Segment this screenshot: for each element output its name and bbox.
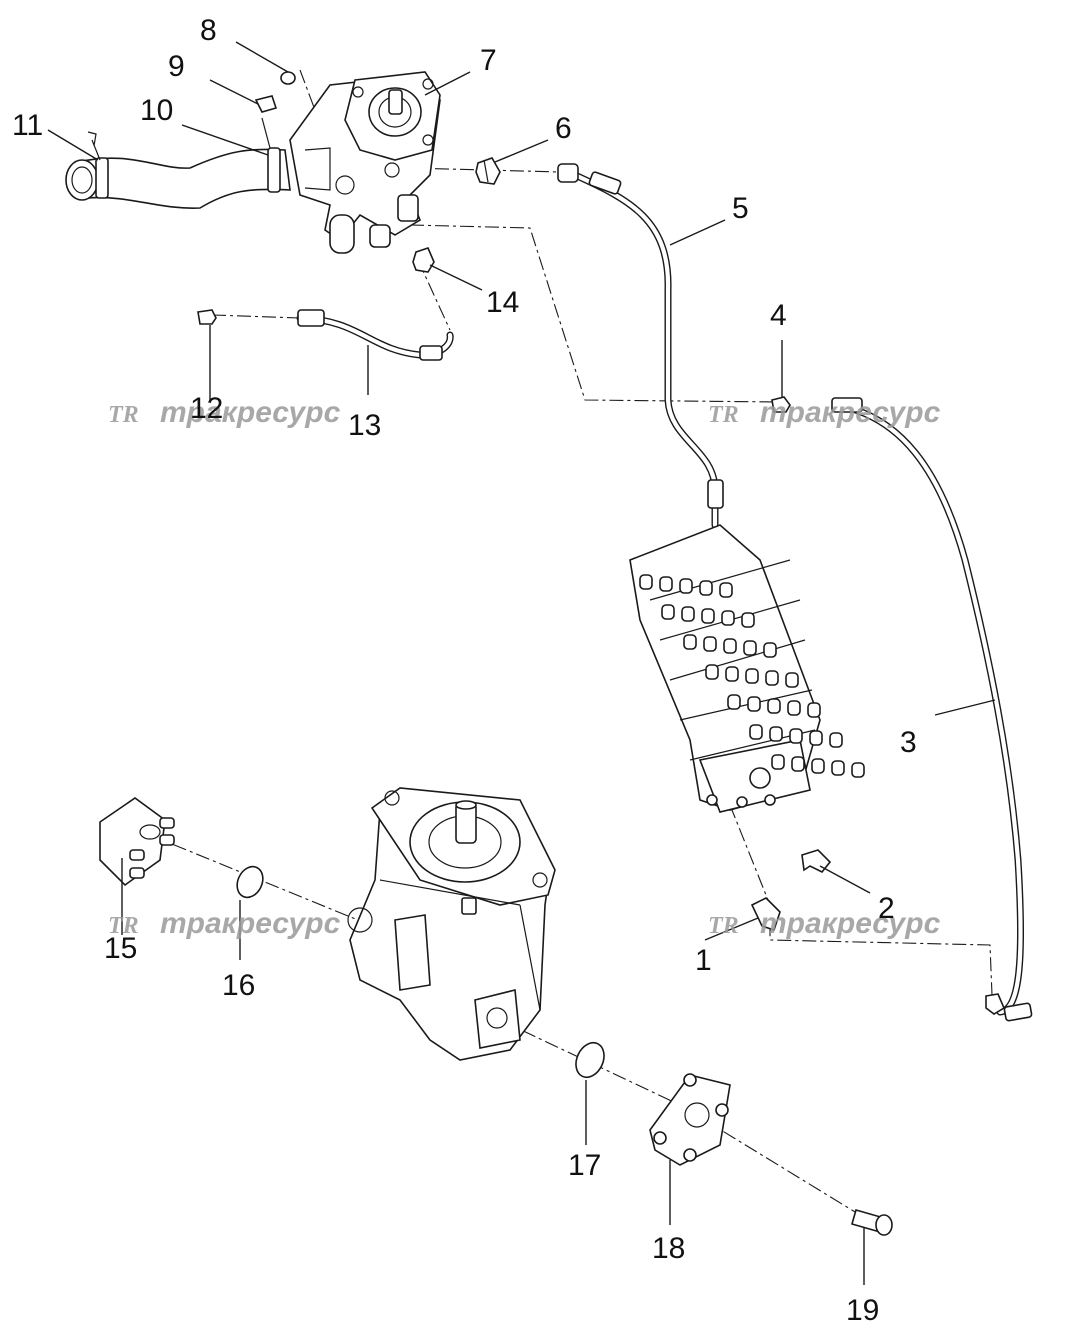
callout-5: 5	[732, 192, 749, 225]
spool-cap	[747, 696, 761, 712]
flange-18	[649, 1073, 731, 1166]
callout-10: 10	[140, 94, 173, 127]
hose-clamp-left	[95, 157, 109, 199]
hose-clamp-right	[267, 147, 281, 193]
bolt-19	[851, 1209, 893, 1236]
spool-cap	[661, 604, 675, 620]
callout-numbers: 8 9 10 11 7 6 5 14 4 12 13 3 2 1 15 16 1…	[12, 14, 917, 1327]
pump-shaft	[388, 89, 403, 115]
spool-cap	[639, 574, 653, 590]
callout-18: 18	[652, 1232, 685, 1265]
spool-cap	[701, 608, 715, 624]
callout-1: 1	[695, 944, 712, 977]
callout-6: 6	[555, 112, 572, 145]
adapter-14	[412, 247, 435, 273]
callout-11: 11	[12, 109, 43, 142]
leader-lines	[47, 41, 996, 1285]
spool-cap	[787, 700, 801, 716]
spool-cap	[791, 756, 805, 772]
spool-cap	[831, 760, 845, 776]
valve-spool-caps	[639, 574, 865, 778]
spool-cap	[683, 634, 697, 650]
spool-cap	[769, 726, 783, 742]
watermark-logo: TR	[108, 402, 139, 428]
spool-cap	[767, 698, 781, 714]
hoses	[296, 163, 1033, 1022]
suction-pipe	[77, 148, 291, 209]
hose-5	[571, 171, 719, 529]
washer-8	[280, 71, 296, 85]
spool-cap	[743, 640, 757, 656]
watermark-bottom-left: TR тракресурс	[108, 907, 341, 940]
callout-9: 9	[168, 50, 185, 83]
o-ring-17	[575, 1041, 605, 1079]
spool-cap	[723, 638, 737, 654]
spool-cap	[763, 642, 777, 658]
watermark-logo: TR	[708, 402, 739, 428]
control-valve-block	[629, 524, 821, 813]
watermark-text: тракресурс	[760, 907, 941, 940]
callout-4: 4	[770, 299, 787, 332]
o-ring-16	[236, 865, 264, 899]
pump-port-side	[369, 224, 391, 248]
flange-15	[99, 797, 175, 887]
pump-port-lower	[329, 214, 355, 254]
spool-cap	[659, 576, 673, 592]
spool-cap	[705, 664, 719, 680]
callout-16: 16	[222, 969, 255, 1002]
adapter-6	[475, 157, 501, 185]
spool-cap	[765, 670, 779, 686]
watermark-logo: TR	[708, 913, 739, 939]
spool-cap	[809, 730, 823, 746]
callout-17: 17	[568, 1149, 601, 1182]
fitting-9	[254, 95, 278, 113]
watermark-top-left: TR тракресурс	[108, 396, 341, 429]
watermark-text: тракресурс	[160, 907, 341, 940]
callout-8: 8	[200, 14, 217, 47]
callout-12: 12	[190, 392, 223, 425]
elbow-2	[801, 849, 832, 874]
callout-14: 14	[486, 286, 519, 319]
watermark-bottom-right: TR тракресурс	[708, 907, 941, 940]
spool-cap	[721, 610, 735, 626]
callout-2: 2	[878, 892, 895, 925]
callout-15: 15	[104, 932, 137, 965]
spool-cap	[749, 724, 763, 740]
spool-cap	[741, 612, 755, 628]
spool-cap	[681, 606, 695, 622]
spool-cap	[771, 754, 785, 770]
adapter-12	[197, 309, 217, 325]
watermark-text: тракресурс	[760, 396, 941, 429]
upper-pump-assembly	[65, 71, 441, 254]
watermark-logo: TR	[108, 913, 139, 939]
elbow-1	[750, 897, 781, 932]
fittings	[197, 157, 832, 932]
callout-19: 19	[846, 1294, 879, 1327]
watermark-top-right: TR тракресурс	[708, 396, 941, 429]
spool-cap	[829, 732, 843, 748]
watermark-text: тракресурс	[160, 396, 341, 429]
spool-cap	[679, 578, 693, 594]
spool-cap	[851, 762, 865, 778]
spool-cap	[785, 672, 799, 688]
callout-7: 7	[480, 44, 497, 77]
spool-cap	[745, 668, 759, 684]
spool-cap	[703, 636, 717, 652]
connection-lines	[149, 69, 993, 1216]
callout-3: 3	[900, 726, 917, 759]
pipe-opening	[65, 159, 99, 201]
spool-cap	[807, 702, 821, 718]
spool-cap	[789, 728, 803, 744]
spool-cap	[699, 580, 713, 596]
spool-cap	[719, 582, 733, 598]
spool-cap	[811, 758, 825, 774]
spool-cap	[725, 666, 739, 682]
callout-13: 13	[348, 409, 381, 442]
spool-cap	[727, 694, 741, 710]
main-pump	[347, 787, 556, 1061]
